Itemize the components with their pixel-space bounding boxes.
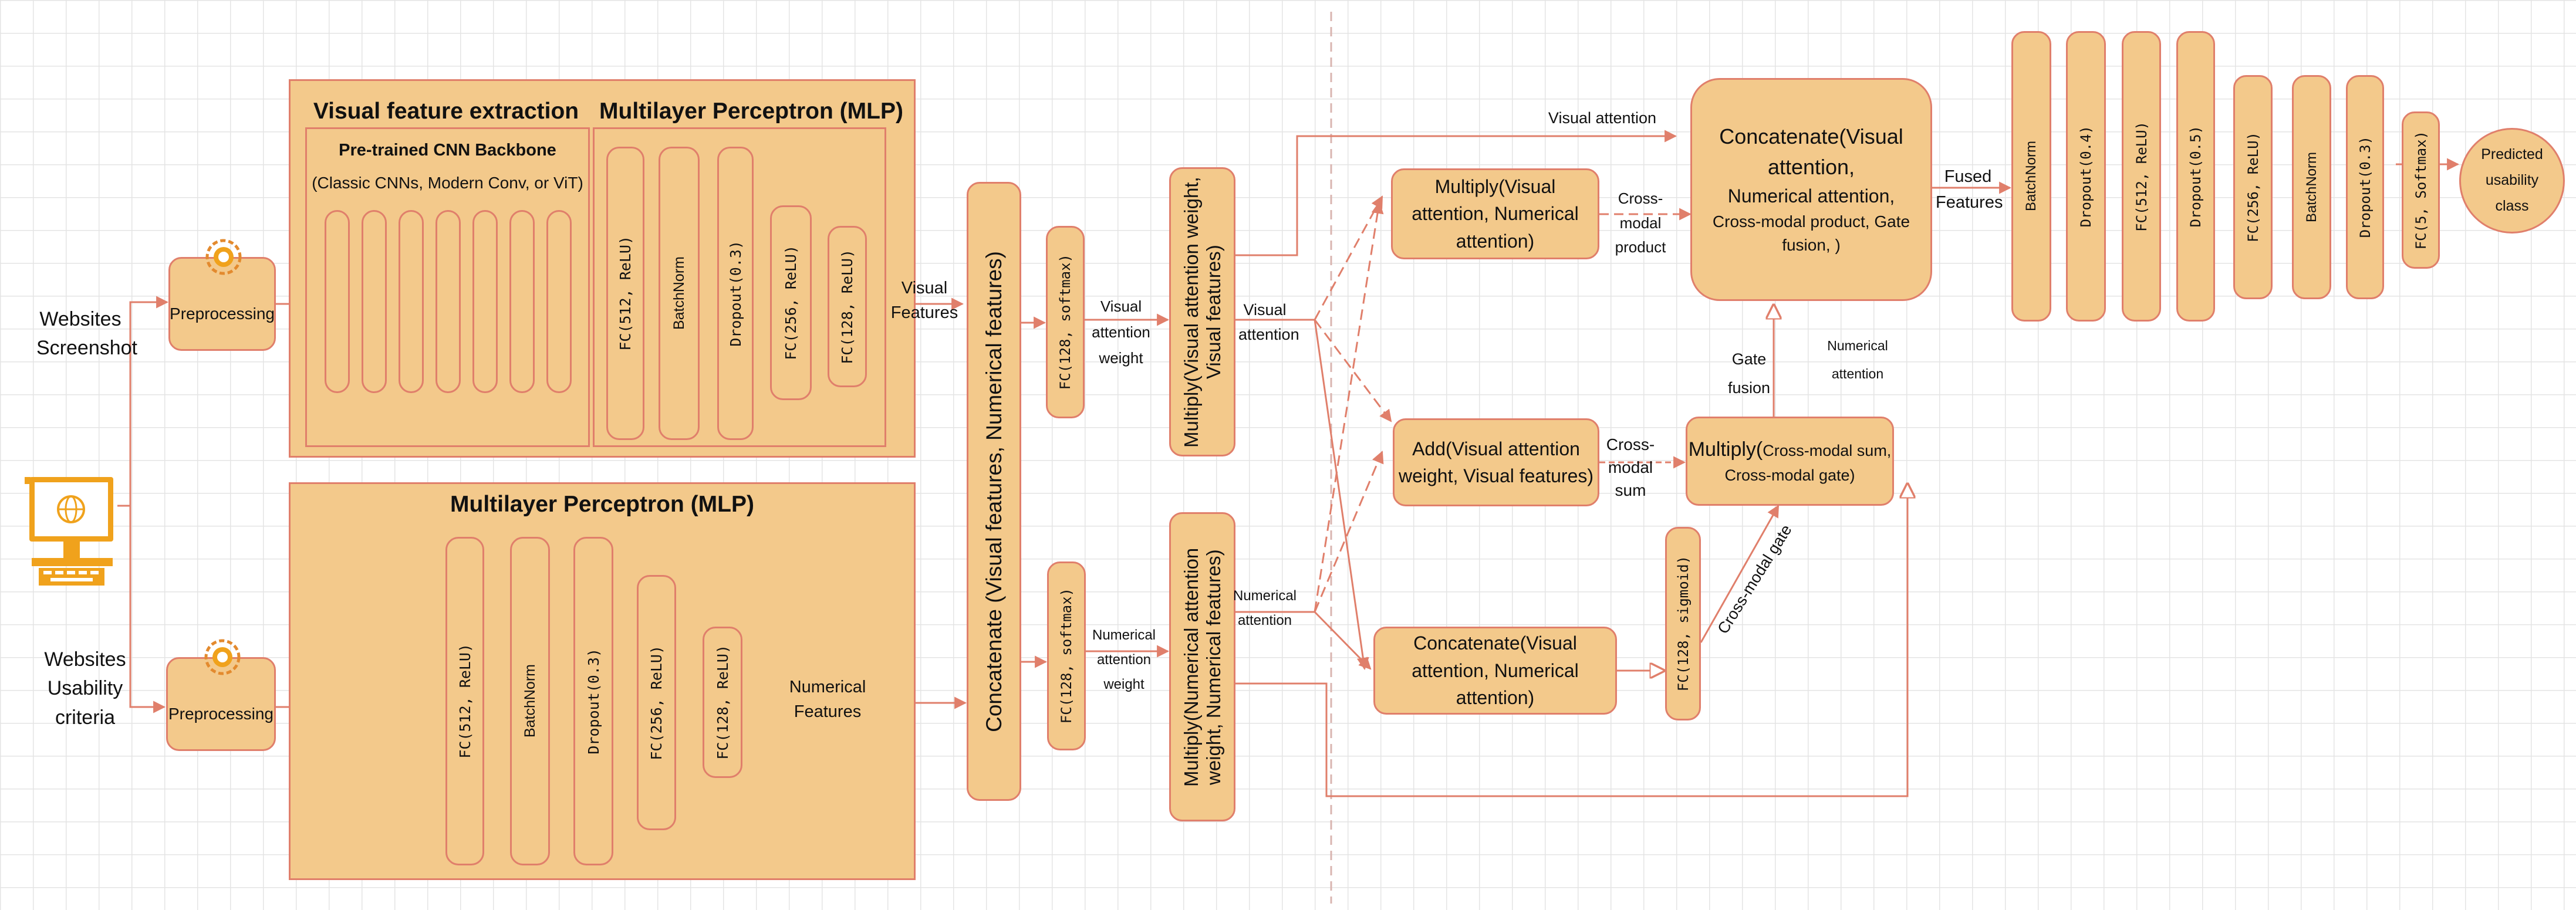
- input-screenshot-label: Websites Screenshot: [36, 308, 137, 360]
- cnn-layer: [509, 210, 535, 393]
- visual-mlp-layer: FC(128, ReLU): [828, 226, 867, 387]
- cross-modal-sum-label: Cross-modal sum: [1606, 435, 1655, 500]
- computer-icon: [25, 474, 119, 591]
- edge-na-to-multiply: [1314, 201, 1384, 613]
- numerical-attention-label: Numerical attention: [1233, 588, 1297, 628]
- fused-features-label: Fused Features: [1936, 167, 2003, 212]
- edge-va-to-multiply: [1314, 195, 1383, 320]
- classifier-layer: FC(512, ReLU): [2122, 31, 2161, 322]
- cross-modal-product-label: Cross-modal product: [1615, 190, 1666, 256]
- cnn-layer: [546, 210, 572, 393]
- cnn-layer: [472, 210, 498, 393]
- edge-visual-attention-top: [1235, 130, 1677, 256]
- visual-mlp-layer: Dropout(0.3): [717, 147, 754, 440]
- numerical-mlp-layer: FC(256, ReLU): [637, 575, 676, 830]
- visual-mlp-layer: FC(512, ReLU): [606, 147, 644, 440]
- preprocessing-visual-label: Preprocessing: [170, 305, 275, 323]
- multiply-gate-node: Multiply(Cross-modal sum, Cross-modal ga…: [1686, 417, 1894, 506]
- edge-na-to-concat: [1314, 611, 1372, 670]
- concat-main-node: Concatenate (Visual features, Numerical …: [967, 182, 1021, 801]
- classifier-layer: Dropout(0.5): [2176, 31, 2215, 322]
- numerical-mlp-layer: FC(128, ReLU): [703, 627, 742, 778]
- cnn-backbone-box: [305, 127, 590, 447]
- numerical-features-label: Numerical Features: [789, 678, 866, 722]
- gear-globe-icon: [204, 639, 241, 675]
- cnn-layer: [399, 210, 424, 393]
- visual-features-label: Visual Features: [890, 279, 958, 323]
- visual-attention-top-label: Visual attention: [1548, 109, 1657, 127]
- classifier-layer: BatchNorm: [2011, 31, 2051, 322]
- classifier-layer: FC(256, ReLU): [2233, 75, 2273, 299]
- softmax-visual-node: FC(128, softmax): [1046, 226, 1085, 418]
- visual-mlp-layer: BatchNorm: [659, 147, 700, 440]
- edge-va-to-add: [1314, 319, 1392, 422]
- visual-mlp-box: [593, 127, 886, 447]
- add-node: Add(Visual attention weight, Visual feat…: [1393, 418, 1599, 506]
- cnn-layer: [435, 210, 461, 393]
- visual-mlp-layer: FC(256, ReLU): [770, 205, 812, 400]
- multiply-numerical-node: Multiply(Numerical attention weight, Num…: [1169, 512, 1235, 821]
- final-concat-node: Concatenate(Visual attention, Numerical …: [1690, 78, 1932, 301]
- preprocessing-numerical-label: Preprocessing: [168, 705, 274, 723]
- sigmoid-node: FC(128, sigmoid): [1665, 527, 1701, 720]
- visual-feature-extraction-title: Visual feature extraction: [313, 99, 579, 124]
- predicted-class-node: Predicted usability class: [2459, 128, 2565, 234]
- input-criteria-label: Websites Usability criteria: [44, 648, 126, 729]
- numerical-mlp-layer: FC(512, ReLU): [445, 537, 484, 865]
- cnn-backbone-title: Pre-trained CNN Backbone: [339, 141, 556, 160]
- preprocessing-visual-node: Preprocessing: [168, 239, 276, 351]
- softmax-numerical-node: FC(128, softmax): [1047, 561, 1086, 750]
- edge-sigmoid-to-gate: [1700, 505, 1780, 643]
- classifier-layer: Dropout(0.3): [2346, 75, 2384, 299]
- numerical-mlp-title: Multilayer Perceptron (MLP): [450, 492, 754, 517]
- edge-na-to-add: [1314, 451, 1384, 613]
- gear-globe-icon: [205, 239, 242, 275]
- numerical-attention-weight-label: Numerical attention weight: [1092, 627, 1156, 692]
- multiply-visual-node: Multiply(Visual attention weight, Visual…: [1169, 167, 1235, 456]
- edge-computer-to-pre1: [117, 296, 169, 507]
- cnn-layer: [362, 210, 387, 393]
- gate-fusion-label: Gate fusion: [1727, 350, 1771, 397]
- edge-numerical-attention-bottom: [1235, 484, 1907, 797]
- numerical-attention-right-label: Numerical attention: [1827, 338, 1888, 382]
- classifier-layer: Dropout(0.4): [2066, 31, 2106, 322]
- edge-computer-to-pre2: [117, 505, 166, 713]
- classifier-layer: FC(5, Softmax): [2402, 111, 2440, 269]
- visual-mlp-title: Multilayer Perceptron (MLP): [599, 99, 903, 124]
- cnn-backbone-subtitle: (Classic CNNs, Modern Conv, or ViT): [312, 174, 583, 192]
- preprocessing-numerical-node: Preprocessing: [166, 639, 276, 751]
- classifier-layer: BatchNorm: [2292, 75, 2331, 299]
- numerical-mlp-layer: Dropout(0.3): [573, 537, 613, 865]
- multiply-attention-node: Multiply(Visual attention, Numerical att…: [1391, 168, 1599, 259]
- cnn-layer: [325, 210, 350, 393]
- visual-attention-label: Visual attention: [1238, 301, 1299, 343]
- numerical-mlp-layer: BatchNorm: [510, 537, 550, 865]
- edge-va-to-concat: [1314, 319, 1369, 671]
- concat-attention-node: Concatenate(Visual attention, Numerical …: [1373, 627, 1617, 715]
- visual-attention-weight-label: Visual attention weight: [1092, 297, 1150, 367]
